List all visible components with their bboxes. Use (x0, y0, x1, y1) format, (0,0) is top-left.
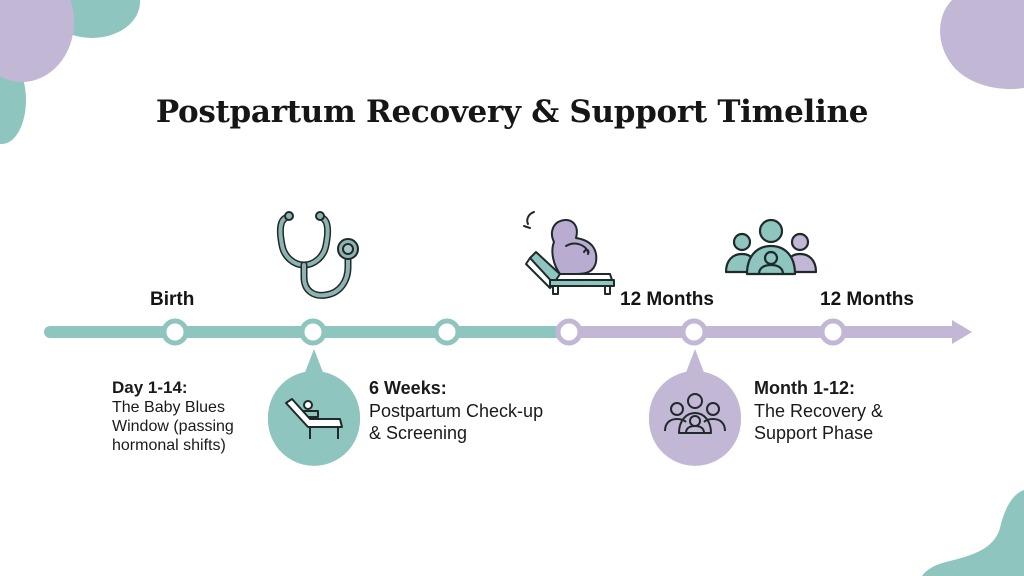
milestone-badge-month-1-12 (649, 349, 741, 466)
milestone-line: Postpartum Check-up (369, 401, 544, 421)
timeline-node (680, 318, 708, 346)
milestone-heading: Month 1-12: (754, 378, 855, 398)
timeline-node (433, 318, 461, 346)
corner-blob-top-left (0, 0, 140, 144)
milestone-month-1-12: Month 1-12: The Recovery & Support Phase (754, 377, 883, 444)
milestone-heading: Day 1-14: (112, 378, 188, 397)
timeline-label-12-months-b: 12 Months (820, 289, 914, 310)
recliner-rest-icon (285, 398, 343, 439)
milestone-6-weeks: 6 Weeks: Postpartum Check-up & Screening (369, 377, 543, 444)
timeline-label-birth: Birth (150, 289, 195, 310)
stethoscope-icon (276, 211, 359, 299)
milestone-day-1-14: Day 1-14: The Baby Blues Window (passing… (112, 378, 234, 455)
support-group-icon (664, 393, 726, 434)
milestone-badge-6-weeks (268, 349, 360, 466)
timeline-node (161, 318, 189, 346)
milestone-line: hormonal shifts) (112, 437, 226, 454)
timeline-node (555, 318, 583, 346)
timeline-label-12-months-a: 12 Months (620, 289, 714, 310)
milestone-line: & Screening (369, 423, 468, 443)
arrow-right-icon (952, 320, 972, 344)
timeline-node (299, 318, 327, 346)
milestone-line: The Baby Blues (112, 399, 225, 416)
support-group-icon (724, 218, 818, 276)
corner-blob-top-right (940, 0, 1024, 90)
timeline-node (819, 318, 847, 346)
milestone-line: Window (passing (112, 418, 234, 435)
timeline (44, 318, 972, 346)
milestone-line: The Recovery & (754, 401, 884, 421)
milestone-line: Support Phase (754, 423, 874, 443)
mother-in-bed-icon (523, 211, 615, 295)
milestone-heading: 6 Weeks: (369, 378, 447, 398)
page-title: Postpartum Recovery & Support Timeline (155, 94, 869, 130)
corner-blob-bottom-right (922, 490, 1024, 576)
